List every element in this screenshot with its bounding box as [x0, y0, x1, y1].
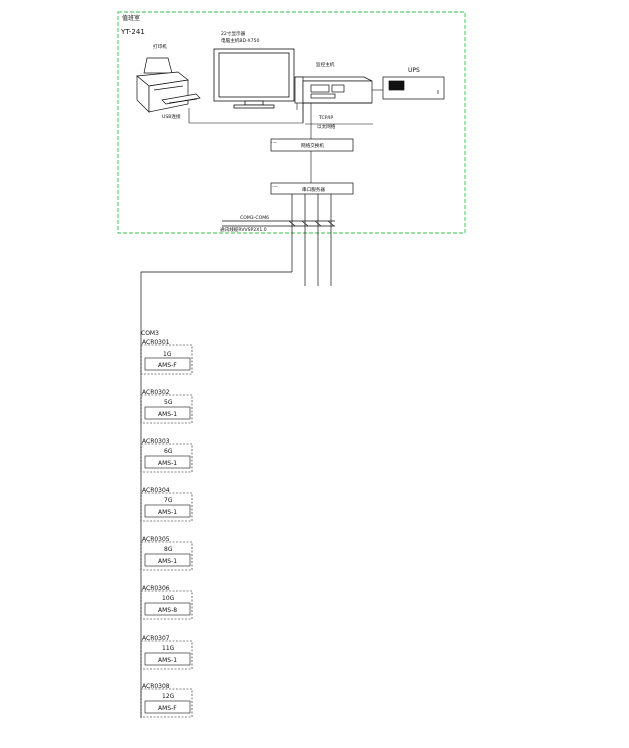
meter-id: ACR0306 [142, 585, 170, 592]
meter-4: ACR0305 8G AMS-1 [140, 536, 193, 571]
converter-tag: ·— [272, 185, 278, 190]
cable-label: 通讯线缆RVVSP2X1.0 [220, 226, 267, 233]
meter-box [140, 688, 193, 718]
printer-icon [136, 57, 201, 113]
meter-model-box [144, 553, 191, 567]
monitor-label-2: 电脑主机BD-X750 [221, 37, 259, 44]
monitor-icon [213, 48, 295, 109]
meter-model: AMS-8 [158, 607, 177, 614]
converter-box [270, 182, 354, 195]
meter-model-box [144, 700, 191, 714]
com-label: COM3-COM6 [240, 215, 269, 221]
meter-cabinet: 5G [164, 399, 173, 406]
meter-7: ACR0308 12G AMS-F [140, 683, 193, 718]
meter-box [140, 541, 193, 571]
meter-id: ACR0303 [142, 438, 170, 445]
meter-box [140, 590, 193, 620]
meter-id: ACR0304 [142, 487, 170, 494]
host-computer-icon [294, 76, 373, 104]
meter-cabinet: 12G [162, 693, 175, 700]
printer-label: 打印机 [153, 43, 167, 50]
converter-label: 串口服务器 [302, 186, 325, 193]
meter-cabinet: 8G [164, 546, 173, 553]
meter-model: AMS-1 [158, 509, 177, 516]
meter-model: AMS-1 [158, 411, 177, 418]
meter-box [140, 492, 193, 522]
meter-box [140, 344, 193, 375]
meter-cabinet: 6G [164, 448, 173, 455]
usb-label: USB连接 [162, 113, 181, 120]
meter-id: ACR0305 [142, 536, 170, 543]
meter-cabinet: 10G [162, 595, 175, 602]
ups-icon [382, 76, 445, 100]
monitor-label-1: 22寸显示器 [221, 30, 246, 37]
tcpip-label: TCP/IP [318, 115, 333, 121]
meter-cabinet: 1G [163, 351, 172, 358]
meter-cabinet: 11G [162, 645, 175, 652]
room-boundary [117, 11, 466, 234]
meter-id: ACR0308 [142, 683, 170, 690]
meter-0: ACR0301 1G AMS-F [140, 339, 193, 375]
meter-model-box [144, 455, 191, 469]
room-label: 值班室 [122, 14, 140, 22]
ups-label: UPS [408, 67, 420, 74]
meter-model: AMS-1 [158, 558, 177, 565]
switch-tag: ·— [271, 141, 277, 146]
net-label: 以太网络 [317, 123, 336, 130]
meter-2: ACR0303 6G AMS-1 [140, 438, 193, 473]
host-label: 监控主机 [316, 61, 335, 68]
meter-id: ACR0302 [142, 389, 170, 396]
host-links [188, 89, 383, 139]
meter-model-box [144, 406, 191, 420]
meter-id: ACR0301 [142, 339, 170, 346]
meter-3: ACR0304 7G AMS-1 [140, 487, 193, 522]
meter-model-box [144, 357, 191, 371]
com-crossings [288, 220, 335, 227]
meter-1: ACR0302 5G AMS-1 [140, 389, 193, 424]
switch-label: 网络交换机 [301, 142, 324, 149]
meter-model: AMS-1 [158, 657, 177, 664]
meter-6: ACR0307 11G AMS-1 [140, 635, 193, 670]
meter-id: ACR0307 [142, 635, 170, 642]
meter-box [140, 394, 193, 424]
meter-cabinet: 7G [164, 497, 173, 504]
bus-port-label: COM3 [141, 330, 159, 337]
room-code: YT-241 [120, 28, 145, 36]
meter-model: AMS-F [158, 362, 177, 369]
meter-model-box [144, 504, 191, 518]
meter-model-box [144, 652, 191, 666]
meter-5: ACR0306 10G AMS-8 [140, 585, 193, 620]
switch-box [270, 138, 354, 152]
meter-box [140, 443, 193, 473]
meter-model: AMS-F [158, 705, 177, 712]
meter-model-box [144, 602, 191, 616]
meter-model: AMS-1 [158, 460, 177, 467]
meter-box [140, 640, 193, 670]
